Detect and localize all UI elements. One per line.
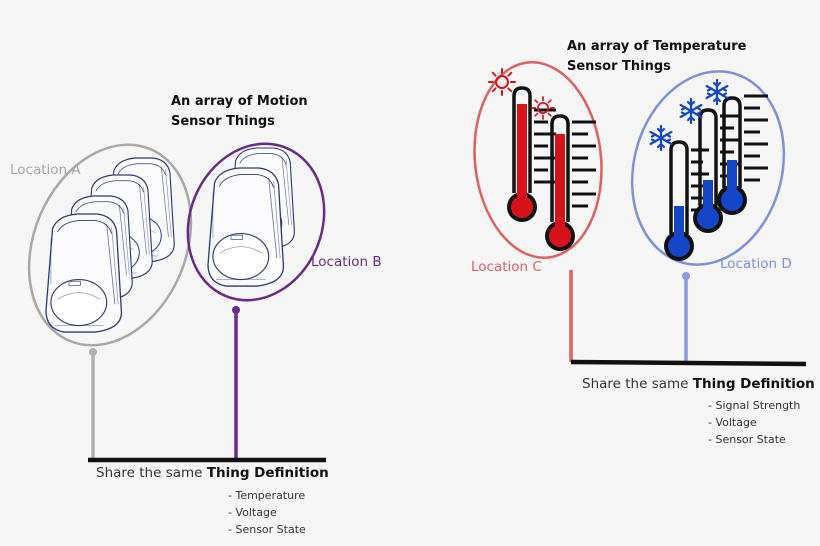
location-a-label: Location A — [10, 162, 81, 178]
thermometer-icon — [664, 140, 709, 261]
temperature-share-label: Share the same Thing Definition — [582, 376, 815, 392]
motion-sensor-icon — [45, 213, 123, 333]
share-prefix: Share the same — [582, 376, 689, 392]
location-c-label: Location C — [471, 259, 542, 275]
location-a-ellipse — [27, 143, 193, 347]
share-bar-right — [570, 359, 807, 367]
sun-icon — [531, 96, 555, 120]
attribute-item: - Sensor State — [228, 523, 306, 536]
thermometer-icon — [717, 94, 768, 215]
temperature-title-line2: Sensor Things — [567, 59, 671, 74]
share-thing-definition: Thing Definition — [692, 376, 815, 392]
attribute-item: - Sensor State — [708, 433, 786, 446]
share-prefix: Share the same — [96, 465, 203, 481]
attribute-item: - Temperature — [228, 489, 306, 502]
connector-dot-d — [682, 272, 690, 280]
motion-share-label: Share the same Thing Definition — [96, 465, 329, 481]
sun-icon — [488, 68, 516, 96]
snowflake-icon — [649, 124, 673, 152]
motion-attribute-list: - Temperature - Voltage - Sensor State — [228, 487, 306, 538]
motion-title-line2: Sensor Things — [171, 114, 275, 129]
location-d-ellipse — [630, 70, 786, 266]
connector-dot-a — [89, 348, 97, 356]
connector-dot-b — [232, 306, 240, 314]
location-c-ellipse — [473, 61, 603, 259]
motion-sensor-icon — [207, 167, 285, 287]
thermometer-icon — [545, 114, 596, 251]
attribute-item: - Signal Strength — [708, 399, 801, 412]
temperature-array-title: An array of Temperature Sensor Things — [567, 37, 746, 77]
attribute-item: - Voltage — [228, 506, 277, 519]
motion-title-line1: An array of Motion — [171, 94, 308, 109]
temperature-attribute-list: - Signal Strength - Voltage - Sensor Sta… — [708, 397, 800, 448]
attribute-item: - Voltage — [708, 416, 757, 429]
motion-array-title: An array of Motion Sensor Things — [171, 92, 308, 132]
location-d-label: Location D — [720, 256, 792, 272]
share-thing-definition: Thing Definition — [206, 465, 329, 481]
temperature-title-line1: An array of Temperature — [567, 39, 747, 54]
location-b-ellipse — [186, 142, 326, 302]
location-b-label: Location B — [311, 254, 382, 270]
